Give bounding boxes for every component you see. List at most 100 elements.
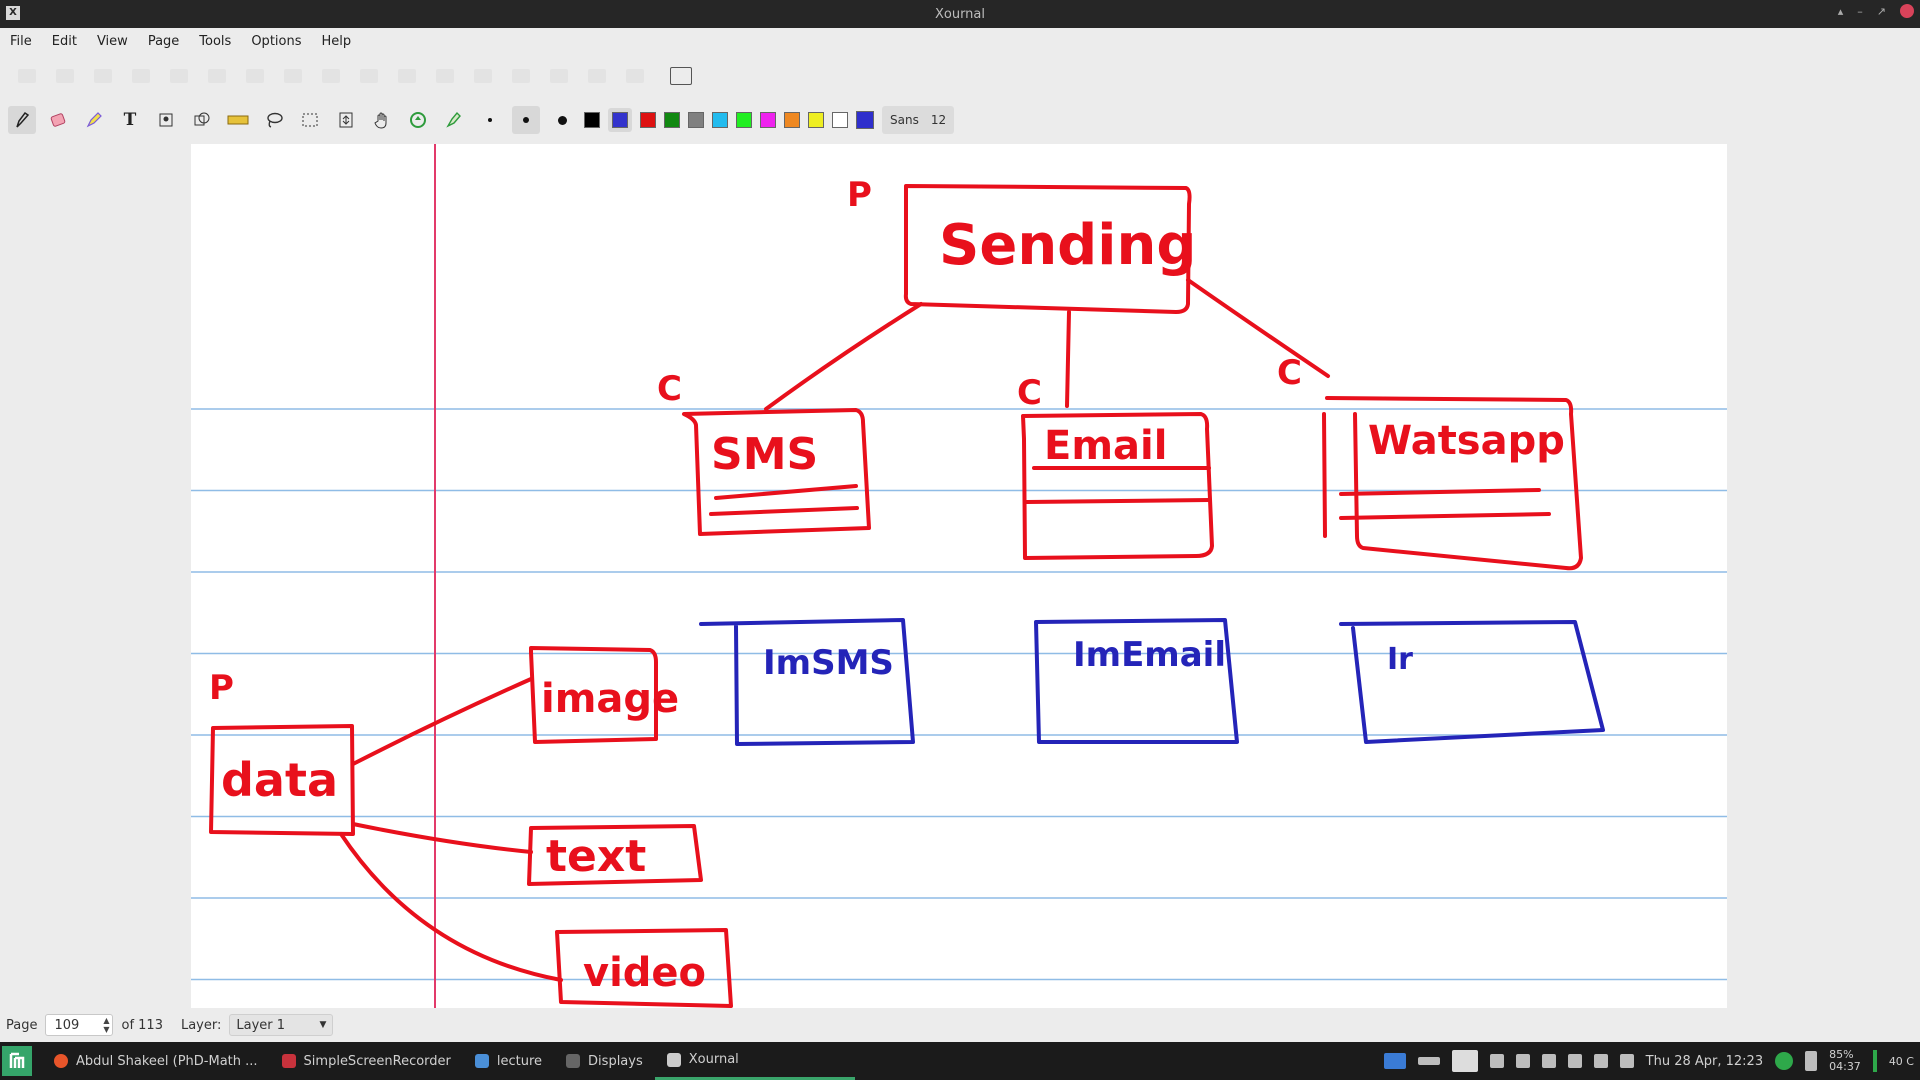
desktop-icon[interactable]: [1383, 1053, 1406, 1069]
save-icon[interactable]: [94, 69, 112, 83]
prev-page-icon[interactable]: [398, 69, 416, 83]
clock[interactable]: Thu 28 Apr, 12:23: [1645, 1053, 1764, 1069]
menu-options[interactable]: Options: [251, 33, 302, 49]
first-page-icon[interactable]: [360, 69, 378, 83]
color-blue[interactable]: [612, 112, 628, 128]
task-browser[interactable]: Abdul Shakeel (PhD-Math ...: [42, 1042, 270, 1080]
blue-labels: ImSMS ImEmail Ir: [763, 635, 1413, 683]
bluetooth-icon[interactable]: [1593, 1054, 1608, 1068]
vertical-space-icon[interactable]: [332, 106, 360, 134]
marker-data: P: [209, 668, 234, 708]
minimize-icon[interactable]: ▴: [1837, 4, 1844, 18]
layer-value: Layer 1: [236, 1017, 286, 1033]
menu-edit[interactable]: Edit: [51, 33, 77, 49]
task-xournal[interactable]: Xournal: [654, 1042, 855, 1080]
color-blue-selected-wrap: [608, 108, 632, 132]
keyboard-icon[interactable]: [1417, 1057, 1440, 1065]
update-icon[interactable]: [1775, 1052, 1794, 1070]
task-label: Displays: [588, 1053, 643, 1069]
color-white[interactable]: [832, 112, 848, 128]
recorder-icon: [281, 1054, 296, 1068]
close-button[interactable]: [1900, 4, 1914, 18]
current-color-button[interactable]: [856, 111, 874, 129]
lasso-select-icon[interactable]: [260, 106, 288, 134]
color-red[interactable]: [640, 112, 656, 128]
text-tool-icon[interactable]: T: [123, 110, 137, 130]
menu-page[interactable]: Page: [147, 33, 180, 49]
watsapp-side-line: [1322, 412, 1327, 538]
xournal-tray-icon[interactable]: [1451, 1050, 1478, 1072]
next-page-icon[interactable]: [436, 69, 454, 83]
thick-width-icon[interactable]: [548, 106, 576, 134]
note-page[interactable]: Sending P SMS C Email C Watsapp C data P…: [191, 144, 1727, 1008]
shape-recognizer-icon[interactable]: [188, 106, 216, 134]
color-magenta[interactable]: [760, 112, 776, 128]
task-lecture[interactable]: lecture: [463, 1042, 554, 1080]
task-displays[interactable]: Displays: [554, 1042, 655, 1080]
ruler-icon[interactable]: [224, 106, 252, 134]
maximize-button[interactable]: ↗: [1876, 4, 1886, 18]
color-light-blue[interactable]: [712, 112, 728, 128]
volume-icon[interactable]: [1619, 1054, 1634, 1068]
fullscreen-icon[interactable]: [670, 67, 692, 85]
layer-dropdown[interactable]: Layer 1 ▼: [229, 1014, 334, 1036]
new-icon[interactable]: [18, 69, 36, 83]
shape-tool-icon[interactable]: [440, 106, 468, 134]
color-orange[interactable]: [784, 112, 800, 128]
font-button[interactable]: Sans 12: [882, 106, 955, 134]
print-icon[interactable]: [132, 69, 150, 83]
task-label: lecture: [496, 1053, 543, 1069]
color-gray[interactable]: [688, 112, 704, 128]
undo-icon[interactable]: [284, 69, 302, 83]
color-light-green[interactable]: [736, 112, 752, 128]
connector-sending-watsapp: [1186, 278, 1330, 378]
last-page-icon[interactable]: [474, 69, 492, 83]
box-sending: [903, 184, 1192, 314]
security-icon[interactable]: [1489, 1054, 1504, 1068]
network-icon[interactable]: [1541, 1054, 1556, 1068]
page-number-spinner[interactable]: 109 ▲▼: [45, 1014, 114, 1036]
menu-file[interactable]: File: [10, 33, 32, 49]
marker-sms: C: [657, 369, 682, 409]
zoom-fit-icon[interactable]: [588, 69, 606, 83]
system-tray: Thu 28 Apr, 12:23 85% 04:37 40 C: [1383, 1042, 1920, 1080]
spinner-arrows-icon[interactable]: ▲▼: [103, 1016, 110, 1034]
zoom-100-icon[interactable]: [626, 69, 644, 83]
label-watsapp: Watsapp: [1368, 418, 1565, 464]
zoom-in-icon[interactable]: [550, 69, 568, 83]
label-data: data: [221, 753, 338, 807]
battery-icon[interactable]: [1805, 1051, 1818, 1071]
zoom-out-icon[interactable]: [512, 69, 530, 83]
font-name: Sans: [890, 113, 919, 127]
clip-icon[interactable]: [1515, 1054, 1530, 1068]
camera-icon[interactable]: [1567, 1054, 1582, 1068]
redo-icon[interactable]: [322, 69, 340, 83]
pen-toolbar: T Sans 12: [0, 102, 1920, 138]
watsapp-underline-2: [1339, 512, 1551, 520]
copy-icon[interactable]: [208, 69, 226, 83]
task-screen-recorder[interactable]: SimpleScreenRecorder: [270, 1042, 463, 1080]
menu-view[interactable]: View: [96, 33, 128, 49]
cut-icon[interactable]: [170, 69, 188, 83]
canvas-area[interactable]: Sending P SMS C Email C Watsapp C data P…: [0, 140, 1920, 1012]
color-black[interactable]: [584, 112, 600, 128]
eraser-icon[interactable]: [44, 106, 72, 134]
menu-tools[interactable]: Tools: [199, 33, 232, 49]
hand-icon[interactable]: [368, 106, 396, 134]
medium-width-icon[interactable]: [512, 106, 540, 134]
default-tool-icon[interactable]: [404, 106, 432, 134]
rect-select-icon[interactable]: [296, 106, 324, 134]
open-icon[interactable]: [56, 69, 74, 83]
color-yellow[interactable]: [808, 112, 824, 128]
paste-icon[interactable]: [246, 69, 264, 83]
page-label: Page: [6, 1017, 38, 1033]
connector-data-text: [351, 822, 533, 854]
menu-help[interactable]: Help: [321, 33, 352, 49]
image-tool-icon[interactable]: [152, 106, 180, 134]
color-green[interactable]: [664, 112, 680, 128]
minimize-button[interactable]: –: [1857, 4, 1863, 18]
thin-width-icon[interactable]: [476, 106, 504, 134]
start-menu-button[interactable]: [2, 1046, 32, 1076]
highlighter-icon[interactable]: [80, 106, 108, 134]
pen-icon[interactable]: [8, 106, 36, 134]
